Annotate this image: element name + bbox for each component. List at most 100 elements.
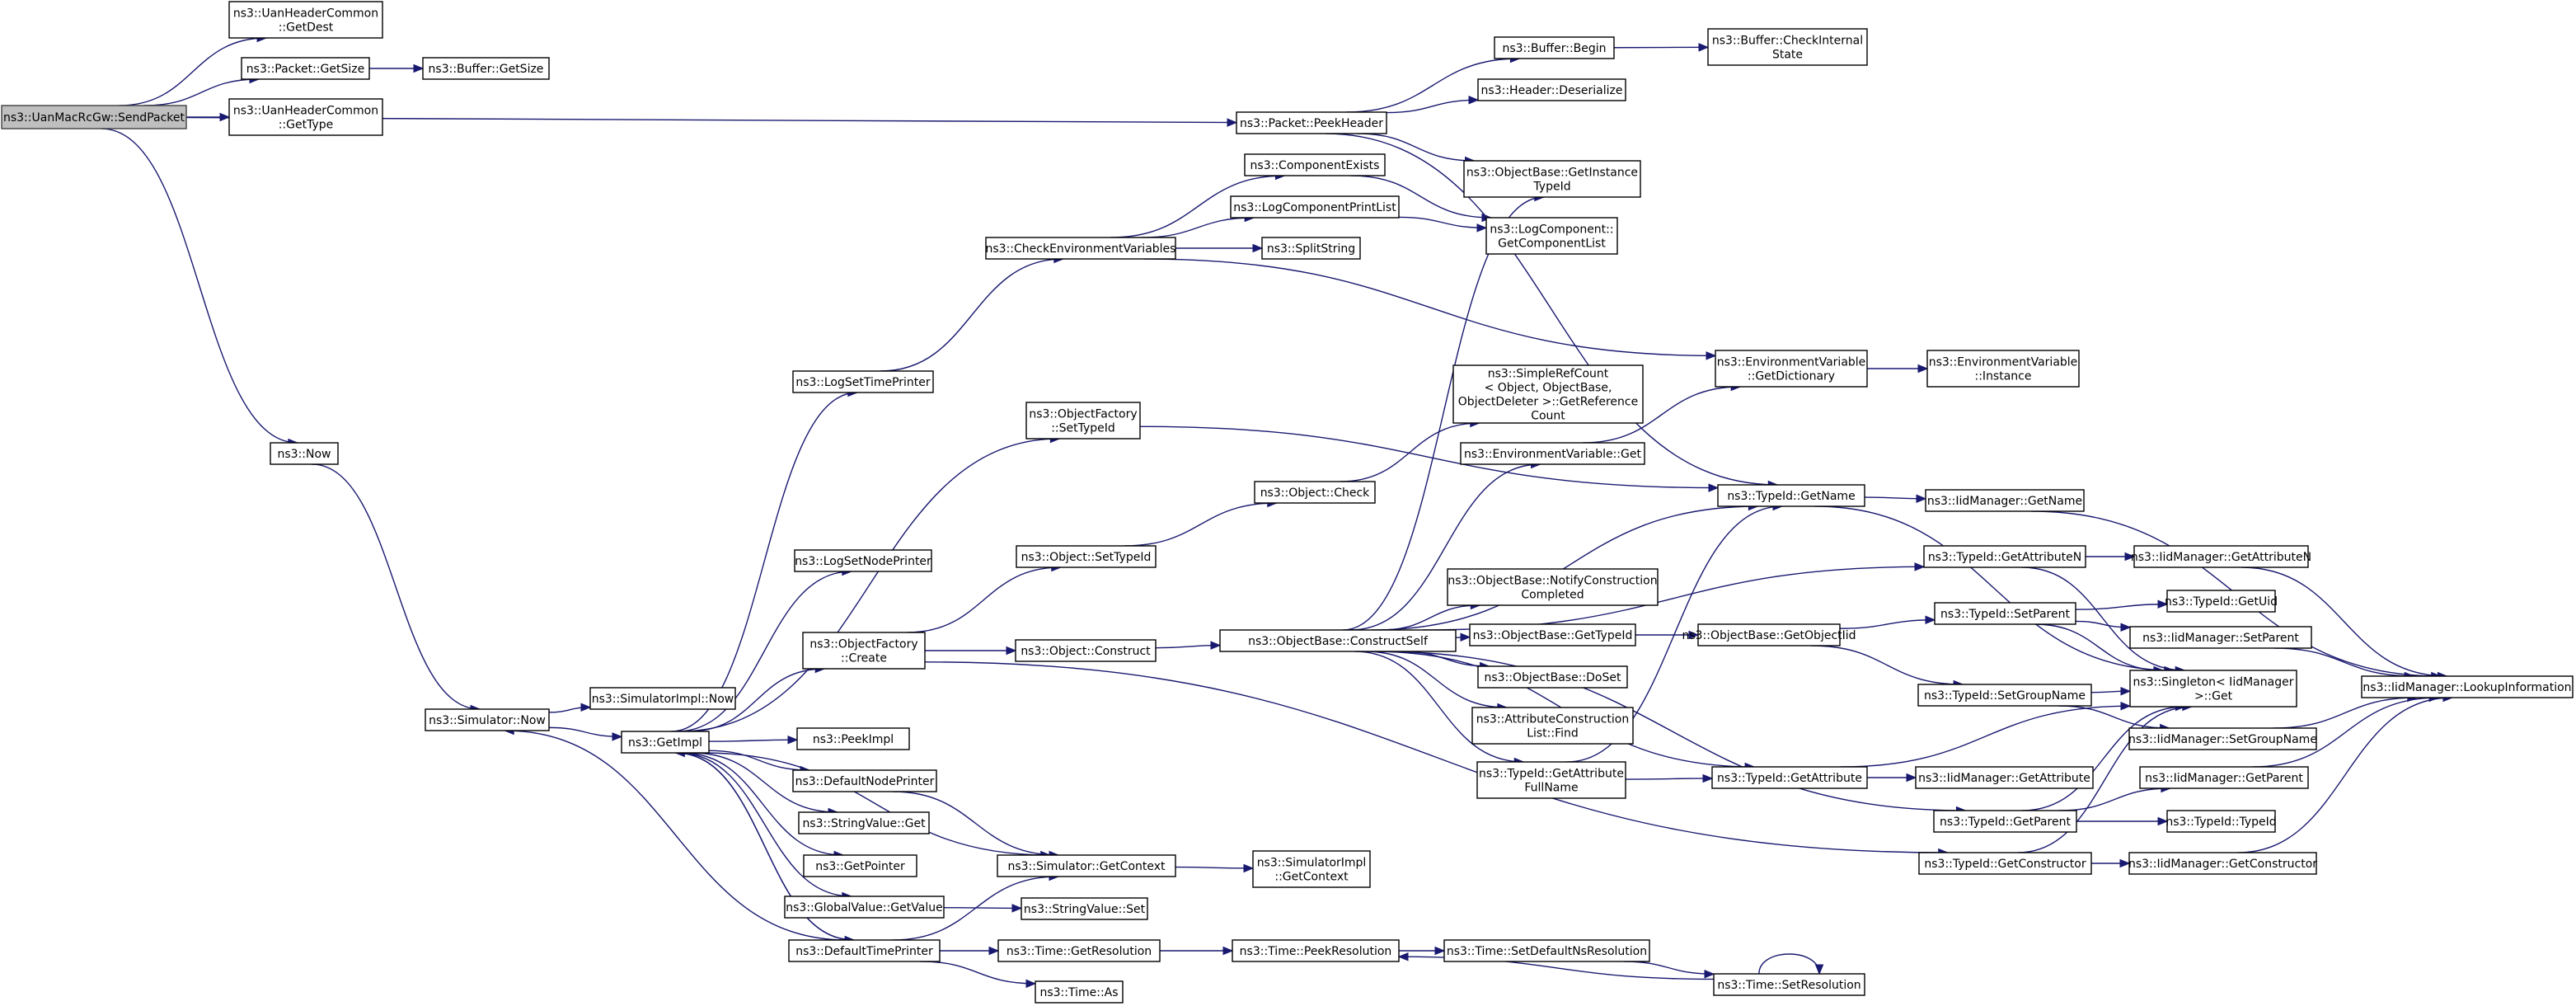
node-label-logprint: ns3::LogComponentPrintList — [1233, 201, 1396, 214]
node-refcount[interactable]: ns3::SimpleRefCount< Object, ObjectBase,… — [1452, 364, 1644, 424]
node-dosetup[interactable]: ns3::ObjectBase::DoSet — [1477, 665, 1628, 689]
node-pktsize[interactable]: ns3::Packet::GetSize — [241, 57, 370, 80]
node-box-getname — [1717, 484, 1865, 507]
node-siminow[interactable]: ns3::SimulatorImpl::Now — [589, 687, 736, 710]
edge-getattrfull-to-getattr — [1625, 778, 1713, 780]
arrowhead-envdict-to-envinst — [1917, 364, 1929, 374]
node-setgroup[interactable]: ns3::TypeId::SetGroupName — [1917, 684, 2092, 707]
node-label-getimpl: ns3::GetImpl — [628, 736, 702, 750]
node-strget[interactable]: ns3::StringValue::Get — [798, 811, 930, 834]
node-peekres[interactable]: ns3::Time::PeekResolution — [1232, 939, 1400, 962]
node-gvget[interactable]: ns3::GlobalValue::GetValue — [784, 896, 945, 919]
node-deftime[interactable]: ns3::DefaultTimePrinter — [788, 939, 941, 962]
edge-getimpl-to-logtime — [671, 392, 857, 732]
node-iidsetgroup[interactable]: ns3::IidManager::SetGroupName — [2128, 727, 2317, 750]
node-objsettypeid[interactable]: ns3::Object::SetTypeId — [1016, 545, 1157, 568]
node-setres[interactable]: ns3::Time::SetResolution — [1713, 973, 1865, 996]
arrowhead-objconstruct-to-constructself — [1210, 641, 1222, 650]
node-now[interactable]: ns3::Now — [270, 442, 339, 465]
arrowhead-bufbegin-to-bufcheck — [1698, 43, 1710, 52]
edge-getimpl-to-ofcreate — [688, 668, 825, 732]
node-label-timegetres: ns3::Time::GetResolution — [1006, 945, 1152, 958]
node-setypeid[interactable]: ns3::ObjectFactory::SetTypeId — [1025, 402, 1141, 440]
edge-getimpl-to-peekimpl — [708, 739, 798, 742]
node-getuid[interactable]: ns3::TypeId::GetUid — [2165, 590, 2278, 613]
node-getparent[interactable]: ns3::TypeId::GetParent — [1933, 810, 2077, 833]
node-simctx[interactable]: ns3::Simulator::GetContext — [997, 854, 1176, 877]
node-iidgetname[interactable]: ns3::IidManager::GetName — [1925, 489, 2085, 512]
node-box-deser — [1477, 78, 1626, 101]
node-getptr[interactable]: ns3::GetPointer — [803, 854, 917, 877]
node-objconstruct[interactable]: ns3::Object::Construct — [1015, 639, 1157, 662]
node-box-gvget — [784, 896, 945, 919]
node-obgettypeid[interactable]: ns3::ObjectBase::GetTypeId — [1469, 623, 1636, 646]
node-lognode[interactable]: ns3::LogSetNodePrinter — [794, 549, 932, 572]
node-setparent[interactable]: ns3::TypeId::SetParent — [1934, 602, 2076, 625]
node-getdest[interactable]: ns3::UanHeaderCommon::GetDest — [228, 1, 383, 39]
node-label-siminow: ns3::SimulatorImpl::Now — [592, 693, 734, 706]
node-bufsize[interactable]: ns3::Buffer::GetSize — [422, 57, 550, 80]
node-timeas[interactable]: ns3::Time::As — [1035, 980, 1124, 1004]
node-envget[interactable]: ns3::EnvironmentVariable::Get — [1460, 442, 1645, 465]
node-peekimpl[interactable]: ns3::PeekImpl — [796, 727, 910, 750]
node-logtime[interactable]: ns3::LogSetTimePrinter — [792, 370, 934, 393]
node-checkenv[interactable]: ns3::CheckEnvironmentVariables — [985, 237, 1176, 260]
node-iidsetparent[interactable]: ns3::IidManager::SetParent — [2129, 626, 2312, 649]
node-box-peekres — [1232, 939, 1400, 962]
node-logprint[interactable]: ns3::LogComponentPrintList — [1230, 195, 1400, 219]
node-peek[interactable]: ns3::Packet::PeekHeader — [1236, 111, 1387, 134]
node-getname[interactable]: ns3::TypeId::GetName — [1717, 484, 1865, 507]
node-envdict[interactable]: ns3::EnvironmentVariable::GetDictionary — [1715, 350, 1868, 388]
node-notify[interactable]: ns3::ObjectBase::NotifyConstructionCompl… — [1447, 568, 1659, 606]
edge-constructself-to-envget — [1349, 463, 1541, 631]
node-iidgetattr[interactable]: ns3::IidManager::GetAttribute — [1915, 766, 2094, 789]
arrowhead-getparent-to-tidtypeid — [2157, 816, 2169, 826]
node-gettype[interactable]: ns3::UanHeaderCommon::GetType — [228, 98, 383, 136]
node-lookup[interactable]: ns3::IidManager::LookupInformation — [2361, 675, 2574, 698]
node-label-gettype: ns3::UanHeaderCommon — [233, 105, 378, 118]
edge-constructself-to-getattrfull — [1354, 651, 1524, 763]
node-box-setgroup — [1917, 684, 2092, 707]
node-simnow[interactable]: ns3::Simulator::Now — [425, 708, 550, 731]
node-timegetres[interactable]: ns3::Time::GetResolution — [997, 939, 1161, 962]
node-objcheck[interactable]: ns3::Object::Check — [1254, 481, 1376, 504]
node-constructself[interactable]: ns3::ObjectBase::ConstructSelf — [1219, 629, 1457, 652]
node-label-iidgetctor: ns3::IidManager::GetConstructor — [2128, 858, 2317, 871]
node-label-getattrfull: FullName — [1524, 782, 1578, 795]
node-label-refcount: Count — [1531, 410, 1565, 423]
node-getattrn[interactable]: ns3::TypeId::GetAttributeN — [1923, 545, 2086, 568]
node-setdefns[interactable]: ns3::Time::SetDefaultNsResolution — [1443, 939, 1650, 962]
node-getcomplist[interactable]: ns3::LogComponent::GetComponentList — [1485, 217, 1618, 255]
node-bufbegin[interactable]: ns3::Buffer::Begin — [1494, 36, 1615, 59]
node-label-refcount: ns3::SimpleRefCount — [1488, 368, 1609, 381]
node-iidgetctor[interactable]: ns3::IidManager::GetConstructor — [2128, 852, 2317, 875]
node-singleton[interactable]: ns3::Singleton< IidManager>::Get — [2129, 670, 2297, 707]
node-getobjtid[interactable]: ns3::ObjectBase::GetObjectIid — [1682, 623, 1856, 646]
node-simictx[interactable]: ns3::SimulatorImpl::GetContext — [1252, 850, 1371, 888]
node-getattr[interactable]: ns3::TypeId::GetAttribute — [1711, 766, 1868, 789]
node-strset[interactable]: ns3::StringValue::Set — [1021, 897, 1148, 920]
node-deser[interactable]: ns3::Header::Deserialize — [1477, 78, 1626, 101]
node-getimpl[interactable]: ns3::GetImpl — [621, 731, 710, 754]
node-label-envinst: ns3::EnvironmentVariable — [1929, 356, 2078, 369]
node-envinst[interactable]: ns3::EnvironmentVariable::Instance — [1926, 350, 2080, 388]
node-defnode[interactable]: ns3::DefaultNodePrinter — [792, 769, 937, 792]
node-label-tidtypeid: ns3::TypeId::TypeId — [2165, 816, 2276, 829]
arrowhead-getimpl-to-peekimpl — [787, 735, 799, 745]
node-iidgetparent[interactable]: ns3::IidManager::GetParent — [2139, 766, 2309, 789]
node-iidgetattrn[interactable]: ns3::IidManager::GetAttributeN — [2131, 545, 2311, 568]
node-ofcreate[interactable]: ns3::ObjectFactory::Create — [802, 632, 926, 670]
node-box-now — [270, 442, 339, 465]
node-box-pktsize — [241, 57, 370, 80]
node-compexists[interactable]: ns3::ComponentExists — [1244, 153, 1386, 176]
node-label-getptr: ns3::GetPointer — [815, 860, 905, 873]
node-tidtypeid[interactable]: ns3::TypeId::TypeId — [2165, 810, 2277, 833]
node-getctor[interactable]: ns3::TypeId::GetConstructor — [1918, 852, 2092, 875]
node-label-compexists: ns3::ComponentExists — [1250, 159, 1380, 172]
node-send[interactable]: ns3::UanMacRcGw::SendPacket — [1, 105, 187, 129]
node-split[interactable]: ns3::SplitString — [1261, 237, 1361, 260]
